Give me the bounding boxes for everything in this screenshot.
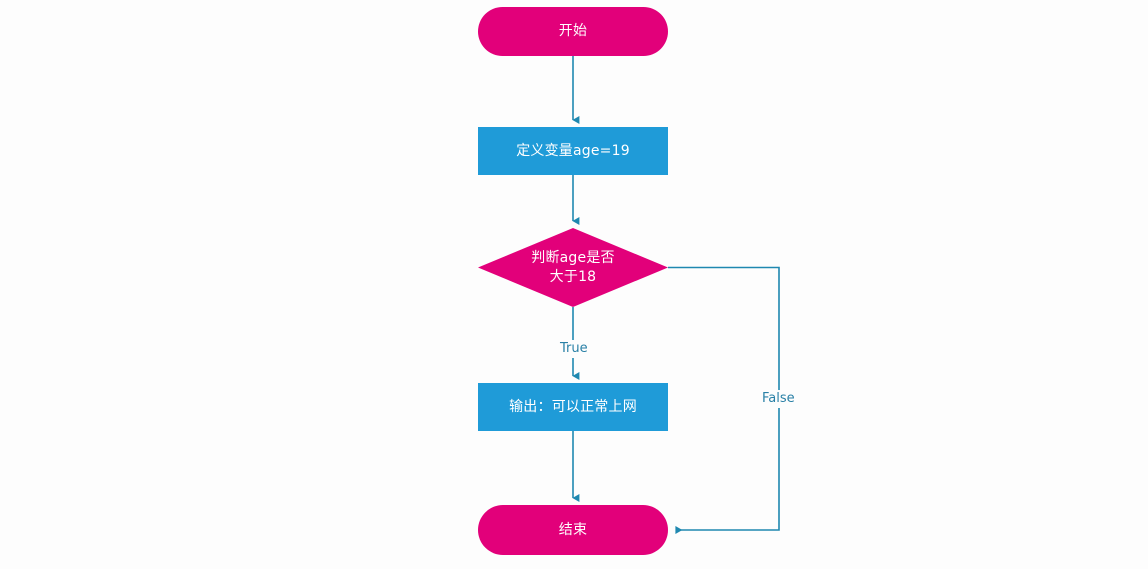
node-output-message-label: 输出：可以正常上网 [509, 398, 637, 415]
node-define-variable-label: 定义变量age=19 [516, 142, 630, 159]
node-end[interactable]: 结束 [478, 505, 668, 555]
edge-label-true: True [556, 340, 592, 358]
node-decision-age-label: 判断age是否 大于18 [531, 249, 615, 285]
node-decision-age[interactable]: 判断age是否 大于18 [478, 228, 668, 307]
node-define-variable[interactable]: 定义变量age=19 [478, 127, 668, 175]
node-start[interactable]: 开始 [478, 7, 668, 56]
decision-diamond-shape [478, 228, 668, 307]
node-output-message[interactable]: 输出：可以正常上网 [478, 383, 668, 431]
node-start-label: 开始 [558, 23, 588, 39]
node-end-label: 结束 [558, 521, 588, 538]
edge-label-false: False [758, 390, 799, 408]
